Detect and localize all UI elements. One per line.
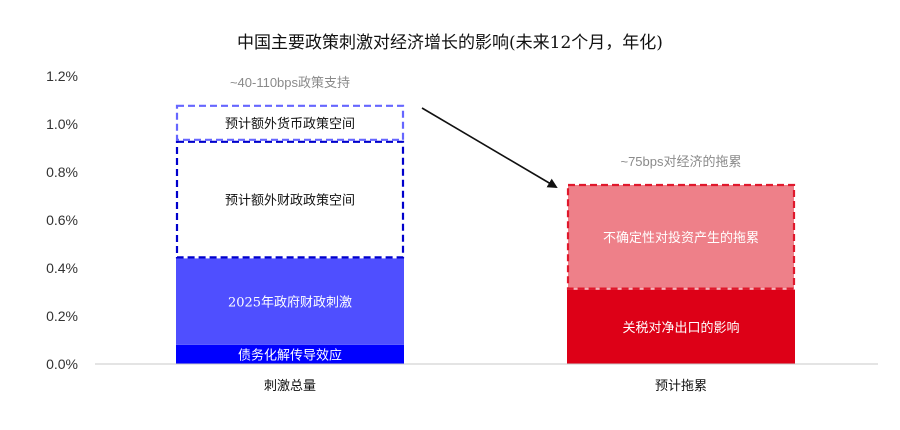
y-tick-label: 0.0% (46, 356, 78, 372)
category-label: 预计拖累 (655, 379, 707, 394)
bar-annotation: ~75bps对经济的拖累 (620, 154, 741, 169)
trend-arrow (421, 107, 558, 189)
bar-segment (176, 344, 404, 364)
annotations: ~40-110bps政策支持 ~75bps对经济的拖累 (230, 75, 742, 169)
y-tick-label: 0.6% (46, 212, 78, 228)
bar-segment (175, 140, 405, 259)
bar-segment-label: 2025年政府财政刺激 (228, 296, 352, 311)
bar-segment (176, 258, 404, 345)
bar-segment-label: 不确定性对投资产生的拖累 (603, 230, 759, 246)
x-axis-categories: 刺激总量 预计拖累 (264, 379, 707, 394)
bar-segment (567, 289, 795, 364)
bar-segment-label: 预计额外财政政策空间 (225, 193, 355, 209)
y-axis: 0.0% 0.2% 0.4% 0.6% 0.8% 1.0% 1.2% (46, 68, 78, 372)
bar-segment (566, 183, 796, 290)
bar-segment-label: 预计额外货币政策空间 (225, 116, 355, 132)
bars: 债务化解传导效应 2025年政府财政刺激预计额外财政政策空间预计额外货币政策空间关… (175, 104, 796, 364)
bar-annotation: ~40-110bps政策支持 (230, 75, 350, 90)
y-tick-label: 1.0% (46, 116, 78, 132)
y-tick-label: 0.4% (46, 260, 78, 276)
chart-title: 中国主要政策刺激对经济增长的影响(未来12个月，年化) (237, 33, 663, 53)
category-label: 刺激总量 (264, 379, 316, 394)
bar-segment-label: 债务化解传导效应 (238, 347, 342, 363)
y-tick-label: 1.2% (46, 68, 78, 84)
bar-segment-label: 关税对净出口的影响 (622, 320, 739, 336)
bar-segment (175, 104, 405, 141)
y-tick-label: 0.8% (46, 164, 78, 180)
y-tick-label: 0.2% (46, 308, 78, 324)
